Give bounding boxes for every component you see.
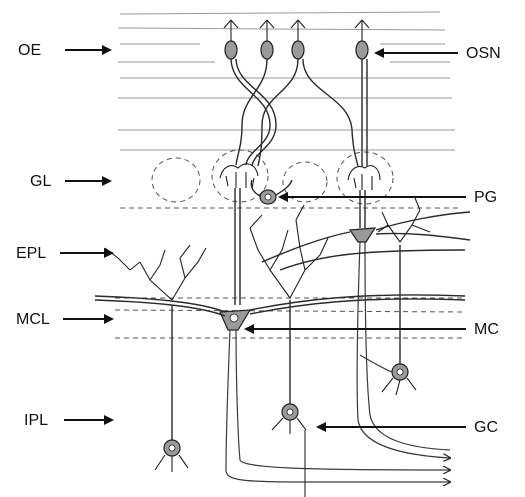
- mitral-cell: [220, 188, 450, 482]
- glomerular-tufts: [220, 164, 380, 190]
- epithelium-lines: [118, 12, 455, 150]
- label-oe: OE: [18, 42, 41, 59]
- label-ipl: IPL: [24, 412, 48, 429]
- sensory-neurons: [224, 20, 369, 166]
- lateral-dendrites: [95, 212, 470, 316]
- right-cell-labels: OSN PG MC GC: [246, 45, 501, 436]
- left-layer-labels: OE GL EPL MCL IPL: [16, 42, 112, 429]
- label-gl: GL: [30, 173, 51, 190]
- label-mc: MC: [474, 321, 499, 338]
- label-mcl: MCL: [16, 311, 50, 328]
- label-gc: GC: [474, 419, 498, 436]
- granule-cells: [105, 198, 430, 497]
- label-epl: EPL: [16, 245, 46, 262]
- label-pg: PG: [474, 189, 497, 206]
- label-osn: OSN: [466, 45, 501, 62]
